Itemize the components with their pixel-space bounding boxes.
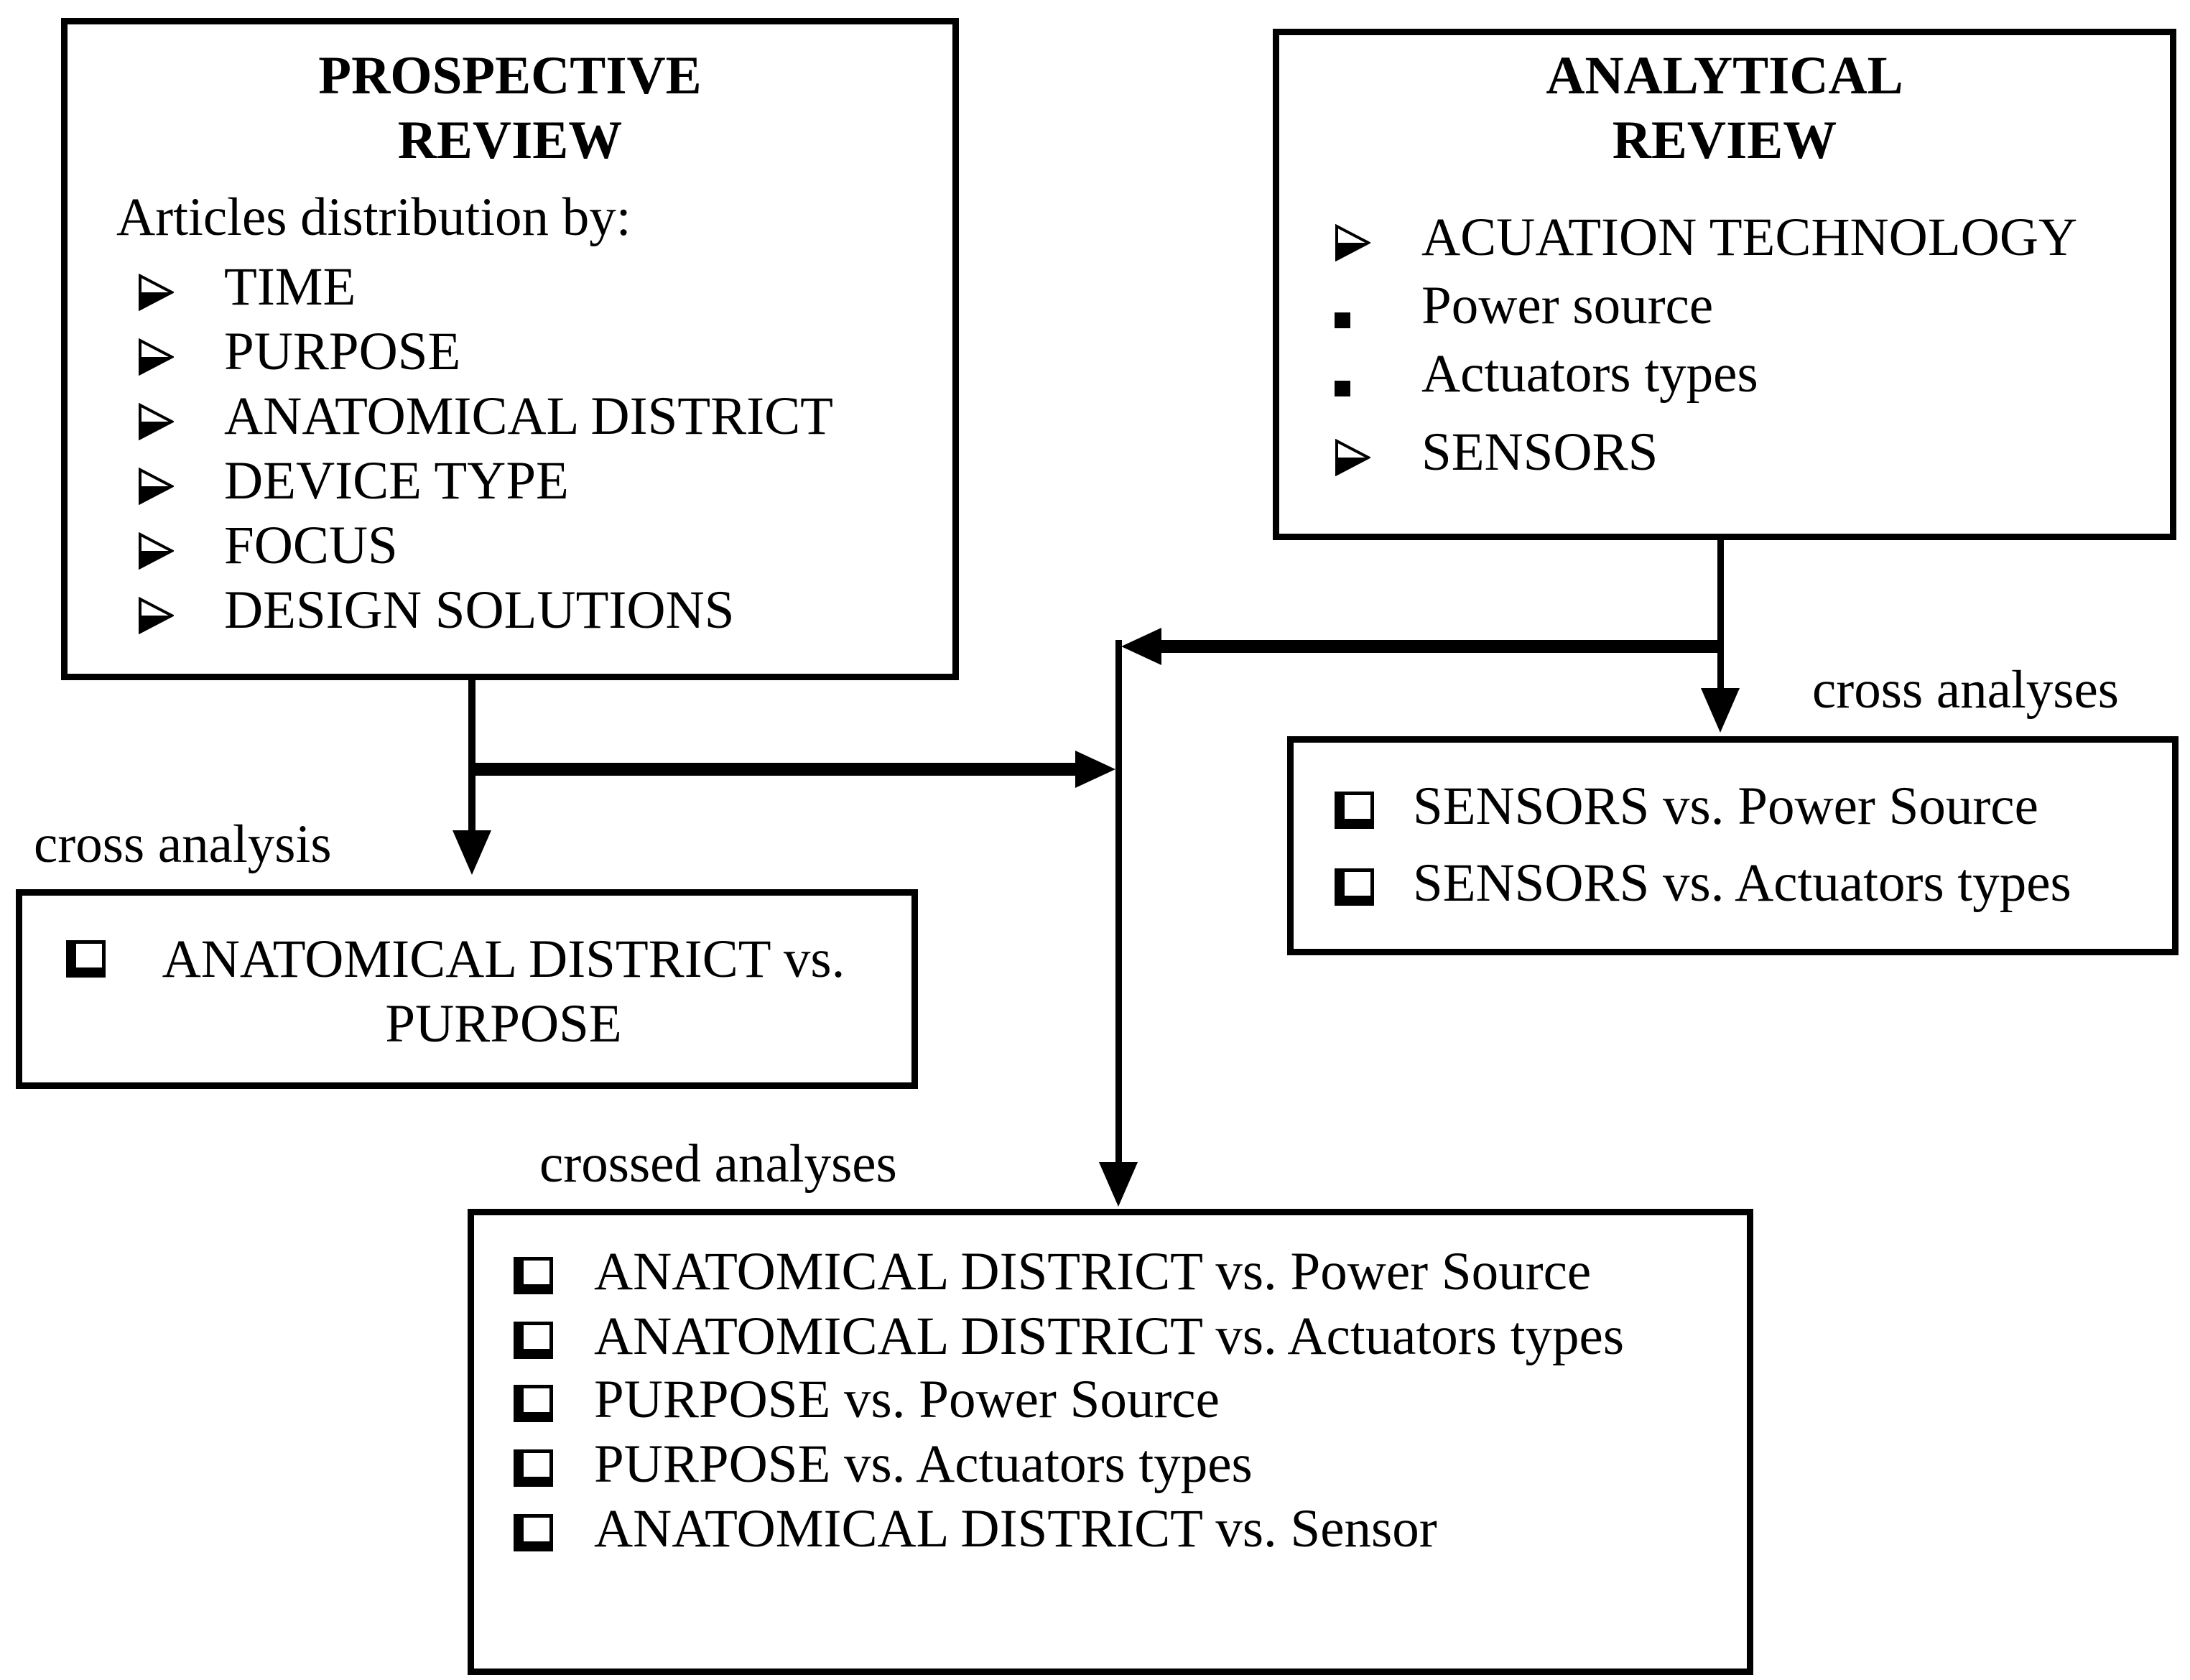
list-item-label: SENSORS vs. Actuators types xyxy=(1413,853,2071,913)
prospective-branch-line xyxy=(468,763,1075,776)
list-item: Power source xyxy=(1279,274,2170,343)
arrowhead-into-connector-from-left xyxy=(1075,751,1115,788)
list-item-label: PURPOSE vs. Power Source xyxy=(594,1370,1220,1429)
checkbox-bullet-icon xyxy=(514,1502,594,1567)
anatomical-cross-analysis-box: ANATOMICAL DISTRICT vs. PURPOSE xyxy=(16,889,918,1089)
crossed-analyses-label: crossed analyses xyxy=(539,1134,897,1194)
list-item: ACUATION TECHNOLOGY xyxy=(1279,205,2170,270)
arrowhead-into-connector-from-right xyxy=(1121,628,1161,665)
prospective-intro-text: Articles distribution by: xyxy=(116,187,631,247)
list-item-label: ANATOMICAL DISTRICT vs. Actuators types xyxy=(594,1307,1625,1366)
prospective-down-line xyxy=(468,680,475,830)
list-item-label: SENSORS xyxy=(1421,422,1658,482)
list-item-label: DESIGN SOLUTIONS xyxy=(224,580,735,640)
cross-analysis-label: cross analysis xyxy=(34,815,332,874)
list-item-label: ANATOMICAL DISTRICT vs. PURPOSE xyxy=(162,929,845,1054)
analytical-review-title: ANALYTICAL REVIEW xyxy=(1546,46,1903,170)
central-connector-line xyxy=(1115,640,1122,1172)
prospective-review-title: PROSPECTIVE REVIEW xyxy=(318,46,702,170)
arrowhead-into-cross-analysis xyxy=(453,830,491,875)
analytical-branch-line xyxy=(1161,640,1724,653)
sensors-cross-analyses-box: SENSORS vs. Power Source SENSORS vs. Act… xyxy=(1287,736,2179,955)
list-item: SENSORS xyxy=(1279,420,2170,485)
arrowhead-bullet-icon xyxy=(138,467,224,505)
list-item-label: SENSORS vs. Power Source xyxy=(1413,776,2038,836)
list-item: Actuators types xyxy=(1279,342,2170,412)
list-item-label: PURPOSE vs. Actuators types xyxy=(594,1434,1253,1494)
prospective-review-box: PROSPECTIVE REVIEW Articles distribution… xyxy=(61,18,959,680)
square-bullet-icon xyxy=(1335,347,1421,412)
list-item: ANATOMICAL DISTRICT vs. Power Source xyxy=(474,1240,1747,1309)
arrowhead-bullet-icon xyxy=(138,532,224,570)
list-item-label: PURPOSE xyxy=(224,322,461,381)
list-item-label: ANATOMICAL DISTRICT vs. Sensor xyxy=(594,1499,1437,1559)
square-bullet-icon xyxy=(1335,279,1421,343)
list-item-label: Actuators types xyxy=(1421,344,1758,404)
checkbox-bullet-icon xyxy=(1335,850,1413,927)
list-item-label: ANATOMICAL DISTRICT xyxy=(224,386,833,446)
list-item: DESIGN SOLUTIONS xyxy=(68,578,952,643)
list-item-label: ANATOMICAL DISTRICT vs. Power Source xyxy=(594,1242,1592,1301)
list-item: ANATOMICAL DISTRICT vs. Actuators types xyxy=(474,1304,1747,1374)
list-item: FOCUS xyxy=(68,514,952,578)
arrowhead-bullet-icon xyxy=(1335,438,1421,476)
arrowhead-bullet-icon xyxy=(138,273,224,311)
cross-analyses-label: cross analyses xyxy=(1812,660,2119,720)
arrowhead-bullet-icon xyxy=(138,596,224,634)
list-item-label: ACUATION TECHNOLOGY xyxy=(1421,208,2078,267)
analytical-review-box: ANALYTICAL REVIEW ACUATION TECHNOLOGY Po… xyxy=(1273,29,2176,540)
arrowhead-into-crossed-analyses xyxy=(1099,1162,1138,1207)
list-item: PURPOSE vs. Power Source xyxy=(474,1368,1747,1437)
list-item: PURPOSE xyxy=(68,320,952,384)
crossed-analyses-box: ANATOMICAL DISTRICT vs. Power Source ANA… xyxy=(468,1209,1753,1675)
list-item-label: FOCUS xyxy=(224,516,398,575)
checkbox-bullet-icon xyxy=(514,1245,594,1309)
list-item: ANATOMICAL DISTRICT xyxy=(68,384,952,449)
arrowhead-into-sensors-cross xyxy=(1701,688,1740,733)
checkbox-bullet-icon xyxy=(514,1309,594,1374)
list-item: SENSORS vs. Power Source xyxy=(1294,768,2172,850)
checkbox-bullet-icon xyxy=(514,1437,594,1502)
arrowhead-bullet-icon xyxy=(138,338,224,376)
list-item-label: Power source xyxy=(1421,276,1714,335)
arrowhead-bullet-icon xyxy=(1335,223,1421,261)
list-item-label: TIME xyxy=(224,257,356,317)
list-item: PURPOSE vs. Actuators types xyxy=(474,1432,1747,1502)
list-item: ANATOMICAL DISTRICT vs. Sensor xyxy=(474,1497,1747,1567)
checkbox-bullet-icon xyxy=(1335,773,1413,850)
list-item: SENSORS vs. Actuators types xyxy=(1294,845,2172,927)
analytical-down-line xyxy=(1717,540,1724,688)
list-item-label: DEVICE TYPE xyxy=(224,451,569,511)
list-item: DEVICE TYPE xyxy=(68,449,952,514)
checkbox-bullet-icon xyxy=(66,940,106,978)
list-item: TIME xyxy=(68,255,952,320)
checkbox-bullet-icon xyxy=(514,1373,594,1437)
arrowhead-bullet-icon xyxy=(138,402,224,440)
